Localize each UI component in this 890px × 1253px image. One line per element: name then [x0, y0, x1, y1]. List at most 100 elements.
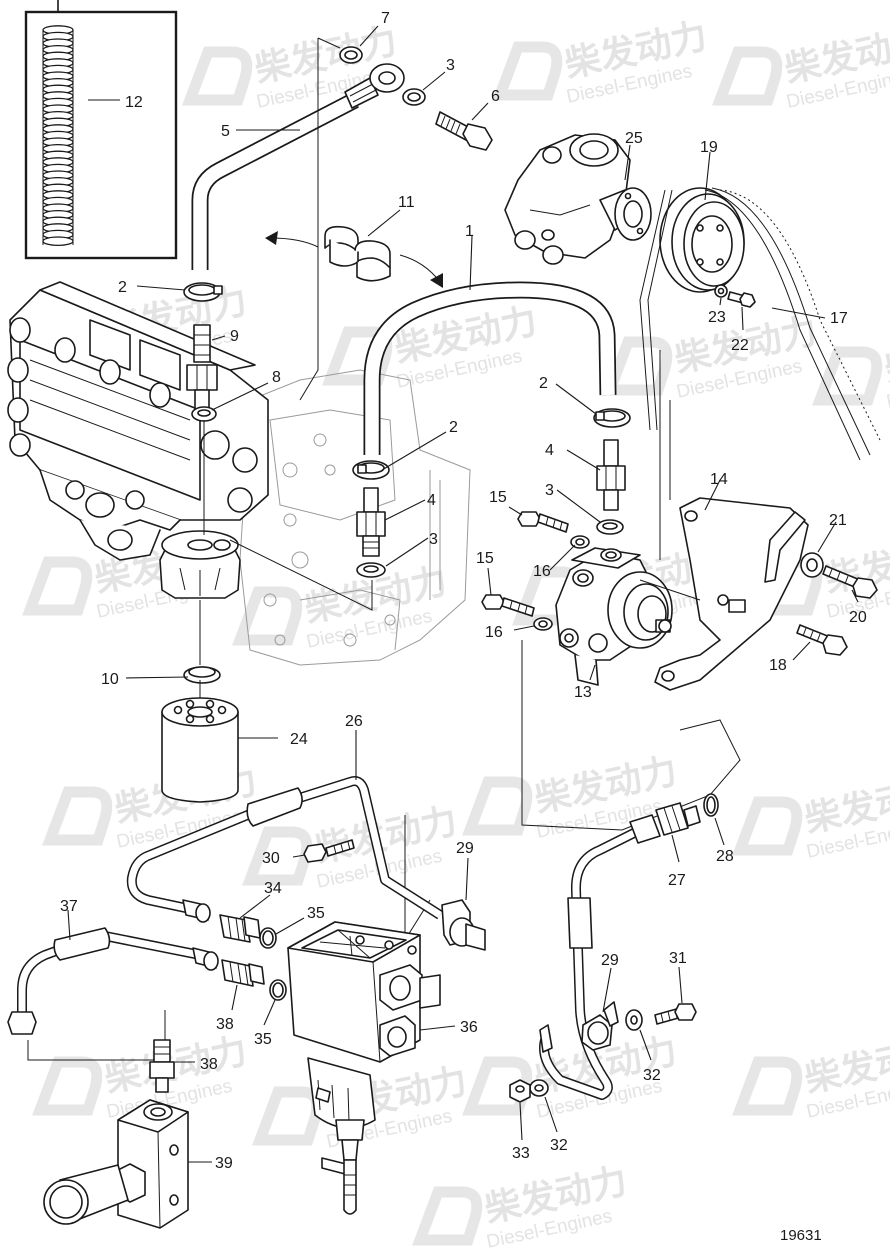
callout-37: 37: [60, 898, 78, 915]
fuel-filter-24: [161, 697, 239, 803]
callout-33: 33: [512, 1145, 530, 1162]
oring-28: [703, 793, 719, 817]
bolt-15-lower: [481, 594, 535, 617]
valve-39: [43, 1099, 189, 1229]
watermark-logo: [242, 826, 313, 886]
callout-3: 3: [429, 531, 438, 548]
watermark-logo: [22, 556, 93, 616]
bolt-22: [727, 291, 756, 308]
washer-21: [800, 552, 824, 578]
washer-7: [339, 46, 363, 64]
oring-35-lower: [269, 979, 287, 1001]
callout-3: 3: [545, 482, 554, 499]
callout-20: 20: [849, 609, 867, 626]
hose-clamp-2-right: [593, 408, 631, 428]
hose-clamp-2-left: [352, 460, 390, 480]
hose-1: [363, 281, 617, 455]
callout-7: 7: [381, 10, 390, 27]
callout-12: 12: [125, 94, 143, 111]
leader-lines: [67, 25, 859, 1163]
watermark-logo: [412, 1186, 483, 1246]
bolt-31: [654, 1003, 697, 1025]
watermark-logo: [492, 41, 563, 101]
callout-32: 32: [550, 1137, 568, 1154]
reference-lines: [27, 37, 741, 1061]
bolt-15-upper: [517, 511, 569, 533]
callout-27: 27: [668, 872, 686, 889]
nipple-38-center: [221, 959, 265, 987]
callout-19: 19: [700, 139, 718, 156]
watermark-logo: [232, 586, 303, 646]
callout-28: 28: [716, 848, 734, 865]
callout-2: 2: [118, 279, 127, 296]
callout-23: 23: [708, 309, 726, 326]
nipple-38-lower: [149, 1039, 175, 1093]
bolt-20: [822, 565, 878, 599]
washer-8: [191, 406, 217, 422]
callout-29: 29: [456, 840, 474, 857]
prefilter-36: [287, 921, 441, 1215]
callout-14: 14: [710, 471, 728, 488]
callout-39: 39: [215, 1155, 233, 1172]
fuel-pipe-26: [126, 776, 443, 920]
bolt-30: [303, 839, 355, 863]
callout-2: 2: [449, 419, 458, 436]
fuel-pipe-lower-right: [539, 825, 643, 1100]
callout-8: 8: [272, 369, 281, 386]
engine-block-outline: [239, 369, 471, 666]
callout-1: 1: [465, 223, 474, 240]
callout-15: 15: [489, 489, 507, 506]
watermark-logo: [732, 796, 803, 856]
washer-16-lower: [533, 617, 553, 631]
banjo-fitting: [344, 63, 405, 109]
callout-35: 35: [307, 905, 325, 922]
inset-box-spring-sleeve: [24, 0, 178, 260]
callout-32: 32: [643, 1067, 661, 1084]
callout-17: 17: [830, 310, 848, 327]
washer-3-left: [356, 562, 386, 578]
callout-5: 5: [221, 123, 230, 140]
bolt-18: [796, 624, 848, 656]
callout-38: 38: [216, 1016, 234, 1033]
callout-30: 30: [262, 850, 280, 867]
callout-16: 16: [485, 624, 503, 641]
pipe-nut-37-end: [192, 947, 219, 971]
feed-pump-13: [555, 547, 673, 686]
watermark-logo: [32, 1056, 103, 1116]
callout-21: 21: [829, 512, 847, 529]
watermark-logo: [42, 786, 113, 846]
nipple-4-right: [596, 439, 626, 511]
washer-32-lower: [529, 1079, 549, 1097]
watermark-logo: [812, 346, 883, 406]
filter-housing: [159, 530, 241, 599]
clamp-29-lower: [581, 1001, 619, 1051]
callout-24: 24: [290, 731, 308, 748]
nipple-9: [186, 324, 218, 411]
nipple-4-left: [356, 487, 386, 557]
pipe-nut-26-end: [182, 899, 211, 923]
watermark-brand-cn: 柴发动力: [881, 321, 890, 391]
callout-31: 31: [669, 950, 687, 967]
clamp-29-upper: [441, 899, 486, 951]
callout-9: 9: [230, 328, 239, 345]
washer-32-right: [625, 1009, 643, 1031]
watermark-logo: [462, 776, 533, 836]
callout-22: 22: [731, 337, 749, 354]
callout-10: 10: [101, 671, 119, 688]
hose-clamp-2-top: [183, 282, 223, 302]
callout-36: 36: [460, 1019, 478, 1036]
pulley-19: [659, 187, 745, 293]
callout-4: 4: [545, 442, 554, 459]
callout-25: 25: [625, 130, 643, 147]
callout-18: 18: [769, 657, 787, 674]
callout-11: 11: [398, 194, 415, 211]
spring-sleeve: [42, 25, 74, 247]
callout-38: 38: [200, 1056, 218, 1073]
fuel-pipe-37: [7, 927, 201, 1035]
water-pump-25: [504, 133, 652, 265]
oring-35-upper: [259, 927, 277, 949]
callout-labels: 12 7 3 6 5 2 9 8 11 1 2 2 4 4 3 3 15 15 …: [60, 10, 867, 1172]
watermark-logo: [732, 1056, 803, 1116]
callout-16: 16: [533, 563, 551, 580]
